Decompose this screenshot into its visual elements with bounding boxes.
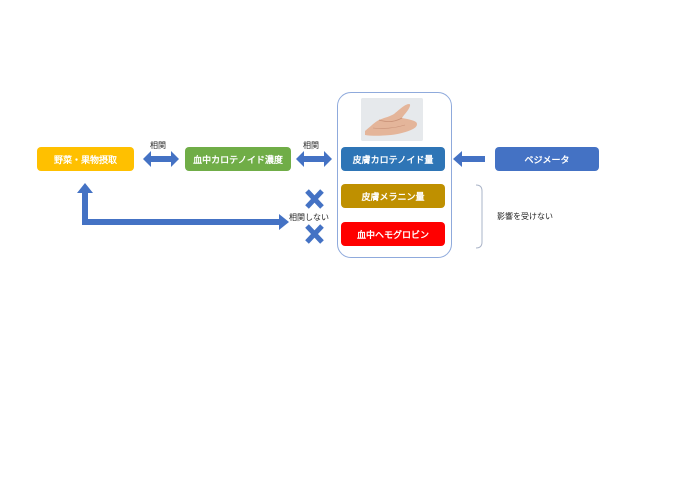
skin-melanin-label: 皮膚メラニン量	[361, 192, 425, 203]
blood-hemoglobin-label: 血中ヘモグロビン	[356, 230, 429, 241]
x-mark-icon	[305, 224, 324, 244]
corr-label-1: 相関	[150, 141, 166, 150]
skin-carotenoid-label: 皮膚カロテノイド量	[352, 155, 434, 166]
corr-label-2: 相関	[303, 141, 319, 150]
blood-hemoglobin-node: 血中ヘモグロビン	[341, 222, 445, 246]
skin-carotenoid-node: 皮膚カロテノイド量	[341, 147, 445, 171]
vegimeter-node: ベジメータ	[495, 147, 599, 171]
no-corr-elbow-arrow	[77, 183, 289, 230]
corr-arrow-2	[296, 151, 332, 167]
no-corr-label: 相関しない	[289, 213, 329, 222]
blood-carotenoid-node: 血中カロテノイド濃度	[185, 147, 291, 171]
veg-intake-label: 野菜・果物摂取	[53, 155, 117, 166]
vegimeter-label: ベジメータ	[524, 155, 570, 166]
hand-photo	[361, 98, 423, 141]
blood-carotenoid-label: 血中カロテノイド濃度	[193, 155, 283, 166]
right-brace	[475, 184, 483, 249]
corr-arrow-1	[143, 151, 179, 167]
skin-melanin-node: 皮膚メラニン量	[341, 184, 445, 208]
vegimeter-arrow	[453, 151, 485, 167]
not-affected-label: 影響を受けない	[497, 212, 553, 221]
x-mark-icon	[305, 189, 324, 209]
veg-intake-node: 野菜・果物摂取	[37, 147, 134, 171]
